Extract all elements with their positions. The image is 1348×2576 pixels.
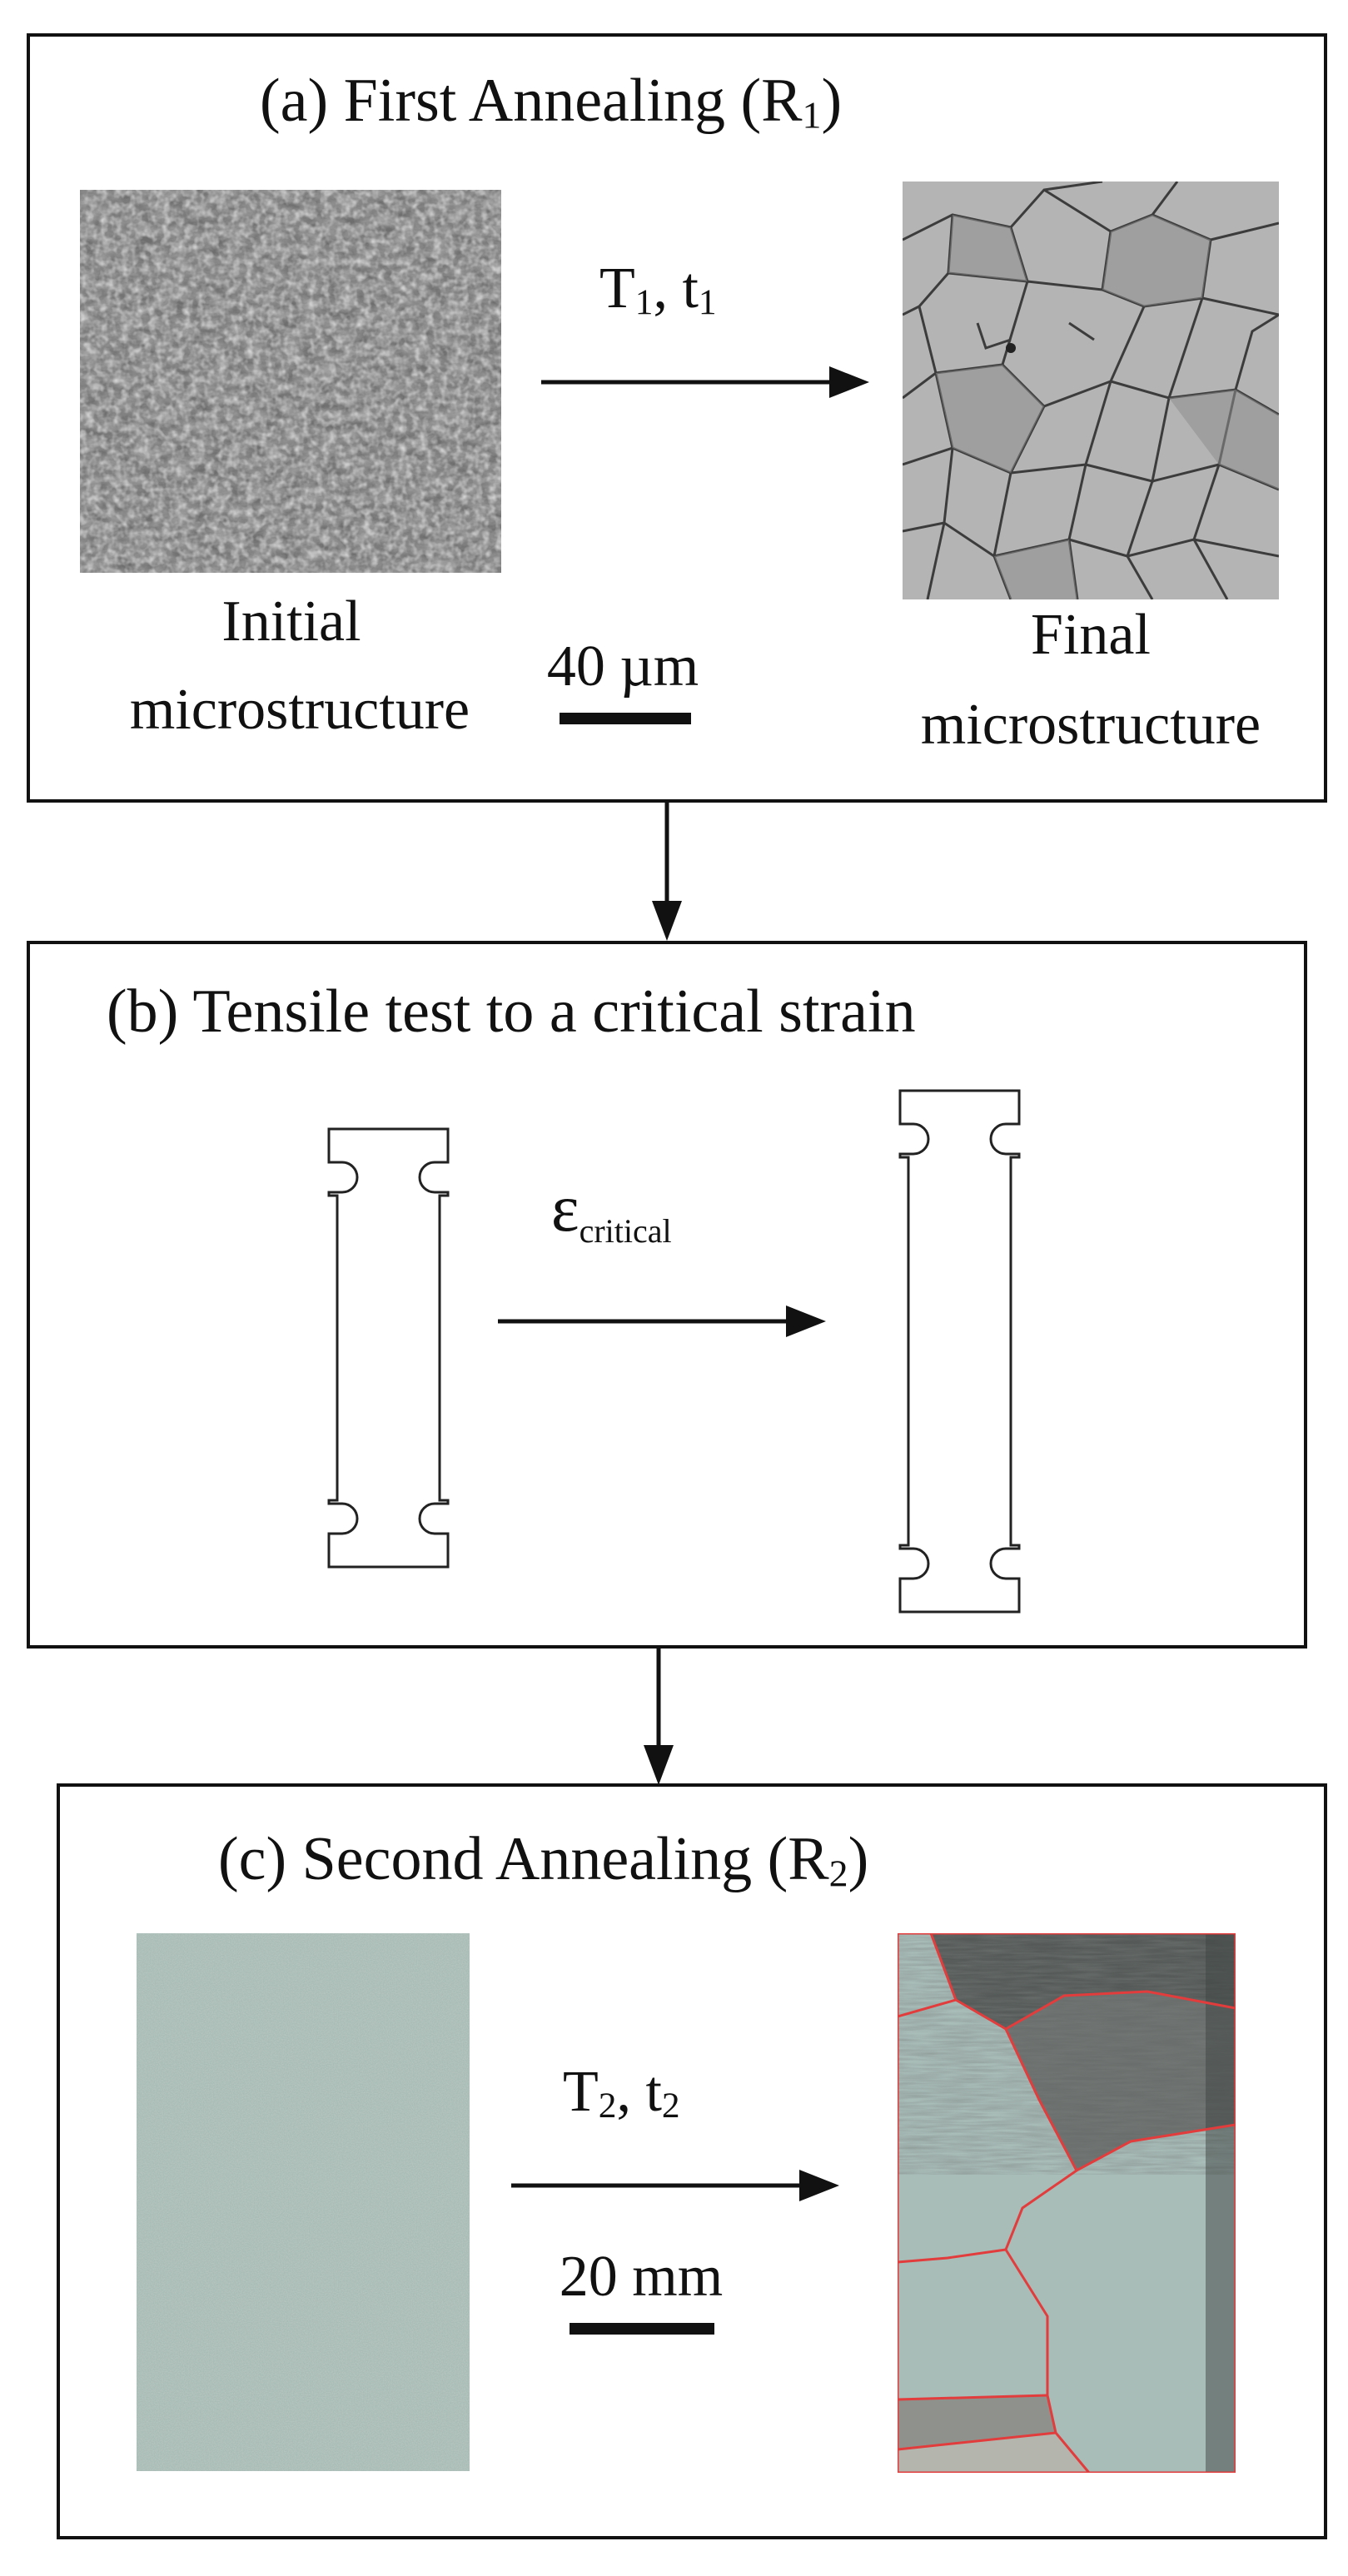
- scale-bar-label-c: 20 mm: [559, 2245, 724, 2309]
- panel-a-right-arrow: [541, 366, 869, 398]
- strain-symbol: ε: [551, 1172, 579, 1246]
- panel-a-arrow-sub2: 1: [698, 281, 717, 322]
- panel-b-tensile-test: [27, 941, 1307, 1649]
- sheet-after-annealing-image: [898, 1933, 1236, 2473]
- panel-c-arrow-t: T: [563, 2060, 599, 2124]
- scale-bar-label-a: 40 µm: [546, 634, 699, 699]
- scale-bar-a: [560, 713, 691, 724]
- panel-c-arrow-sub1: 2: [598, 2085, 617, 2126]
- panel-a-title: (a) First Annealing (R1): [260, 70, 842, 134]
- panel-c-title-end: ): [848, 1825, 869, 1893]
- panel-c-arrow-label: T2, t2: [563, 2063, 680, 2124]
- panel-b-title: (b) Tensile test to a critical strain: [107, 977, 916, 1046]
- initial-microstructure-label-line2: microstructure: [129, 678, 470, 742]
- initial-microstructure-label-line1: Initial: [221, 589, 361, 654]
- connector-arrow-b-to-c: [644, 1649, 674, 1785]
- panel-a-arrow-sub1: 1: [634, 281, 654, 322]
- panel-a-arrow-t: T: [599, 256, 635, 321]
- final-microstructure-label-line2: microstructure: [920, 693, 1261, 757]
- initial-microstructure-image: [80, 190, 501, 573]
- specimen-before-test: [327, 1127, 450, 1569]
- strain-label: εcritical: [551, 1176, 672, 1248]
- panel-c-arrow-mid: , t: [616, 2060, 662, 2124]
- panel-a-title-sub: 1: [802, 93, 822, 137]
- panel-a-arrow-label: T1, t1: [599, 260, 717, 321]
- panel-a-title-text: (a) First Annealing (R: [260, 67, 803, 135]
- scale-bar-c: [570, 2323, 714, 2335]
- connector-arrow-a-to-b: [652, 803, 682, 941]
- panel-b-right-arrow: [498, 1305, 826, 1337]
- panel-c-arrow-sub2: 2: [661, 2085, 680, 2126]
- panel-a-title-end: ): [821, 67, 843, 135]
- panel-c-right-arrow: [511, 2170, 839, 2201]
- strain-subscript: critical: [579, 1212, 672, 1250]
- panel-c-title: (c) Second Annealing (R2): [218, 1828, 868, 1892]
- sheet-before-annealing-image: [137, 1933, 470, 2471]
- final-microstructure-label-line1: Final: [1031, 603, 1151, 667]
- panel-a-arrow-mid: , t: [653, 256, 699, 321]
- panel-c-title-text: (c) Second Annealing (R: [218, 1825, 829, 1893]
- specimen-after-test: [898, 1089, 1021, 1614]
- final-microstructure-image: [903, 182, 1279, 599]
- panel-c-title-sub: 2: [828, 1852, 848, 1895]
